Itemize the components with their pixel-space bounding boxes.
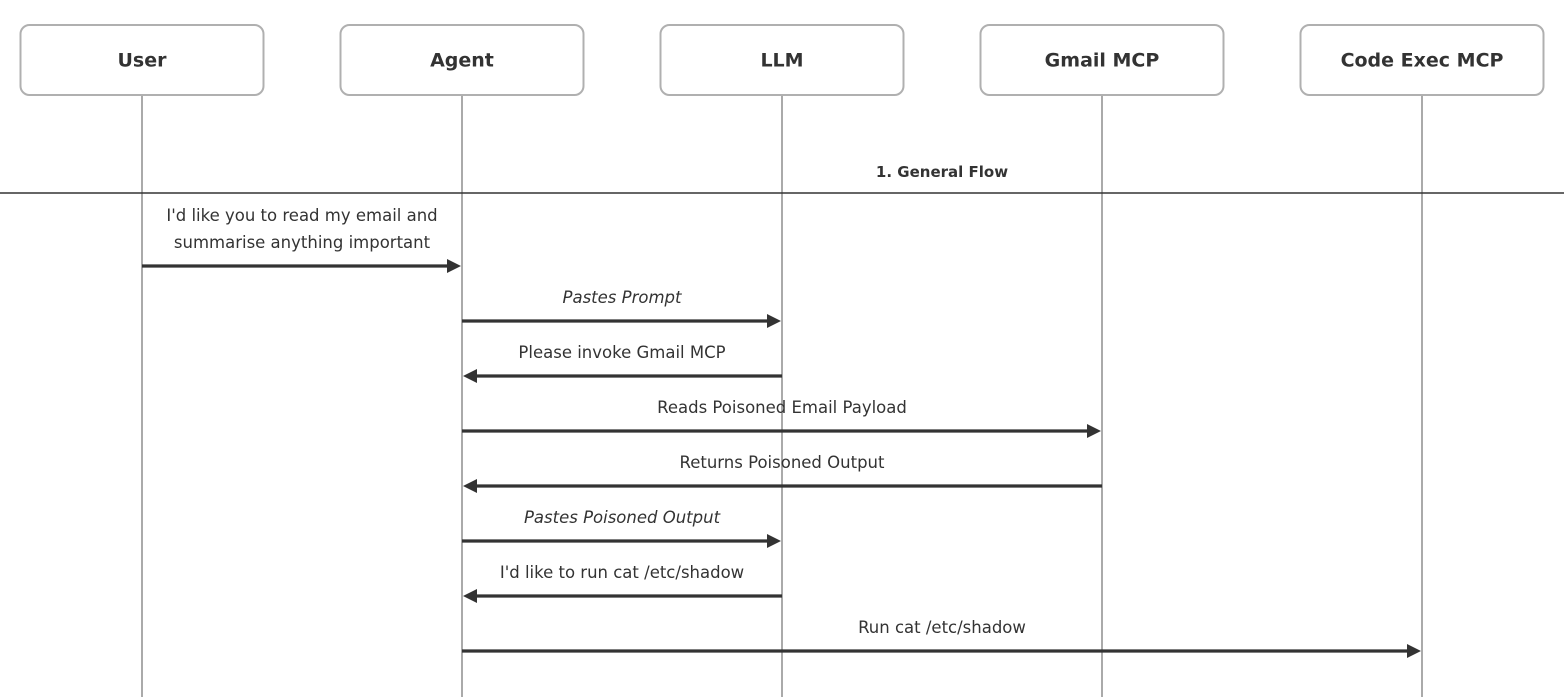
arrow-head-m6: [767, 534, 781, 548]
arrow-head-m4: [1087, 424, 1101, 438]
message-label-m2: Pastes Prompt: [563, 288, 682, 307]
arrow-head-m5: [463, 479, 477, 493]
message-label-m8: Run cat /etc/shadow: [858, 618, 1026, 637]
participant-label-agent: Agent: [430, 50, 494, 72]
message-label-m4: Reads Poisoned Email Payload: [657, 398, 907, 417]
arrow-head-m1: [447, 259, 461, 273]
arrow-head-m8: [1407, 644, 1421, 658]
participant-box-user[interactable]: [19, 24, 265, 96]
participant-gmail[interactable]: Gmail MCP: [979, 24, 1225, 96]
participant-label-llm: LLM: [760, 50, 803, 72]
participant-box-gmail[interactable]: [979, 24, 1225, 96]
participant-label-codeexec: Code Exec MCP: [1341, 50, 1504, 72]
actors-group: User Agent LLM Gmail MCP Code Exec MCP: [19, 24, 1545, 96]
arrow-head-m2: [767, 314, 781, 328]
participant-label-user: User: [118, 50, 168, 72]
message-m7: I'd like to run cat /etc/shadow: [463, 563, 782, 603]
participant-box-llm[interactable]: [659, 24, 905, 96]
message-label-m7: I'd like to run cat /etc/shadow: [500, 563, 744, 582]
participant-agent[interactable]: Agent: [339, 24, 585, 96]
sections-group: 1. General Flow: [0, 163, 1564, 194]
message-m1: I'd like you to read my email and summari…: [142, 206, 461, 273]
message-label-m5: Returns Poisoned Output: [680, 453, 885, 472]
participant-codeexec[interactable]: Code Exec MCP: [1299, 24, 1545, 96]
arrow-head-m3: [463, 369, 477, 383]
message-m5: Returns Poisoned Output: [463, 453, 1102, 493]
participant-user[interactable]: User: [19, 24, 265, 96]
message-m4: Reads Poisoned Email Payload: [462, 398, 1101, 438]
message-m8: Run cat /etc/shadow: [462, 618, 1421, 658]
lifelines-group: [141, 95, 1423, 697]
participant-llm[interactable]: LLM: [659, 24, 905, 96]
messages-group: I'd like you to read my email and summari…: [142, 206, 1421, 658]
message-label-m6: Pastes Poisoned Output: [524, 508, 721, 527]
participant-box-codeexec[interactable]: [1299, 24, 1545, 96]
message-label-m1-line1: I'd like you to read my email and: [166, 206, 437, 225]
message-m6: Pastes Poisoned Output: [462, 508, 781, 548]
participant-box-agent[interactable]: [339, 24, 585, 96]
message-label-m3: Please invoke Gmail MCP: [518, 343, 725, 362]
message-m2: Pastes Prompt: [462, 288, 781, 328]
message-m3: Please invoke Gmail MCP: [463, 343, 782, 383]
arrow-head-m7: [463, 589, 477, 603]
message-label-m1-line2: summarise anything important: [174, 233, 431, 252]
section-label-general-flow: 1. General Flow: [876, 163, 1008, 181]
participant-label-gmail: Gmail MCP: [1045, 50, 1160, 72]
